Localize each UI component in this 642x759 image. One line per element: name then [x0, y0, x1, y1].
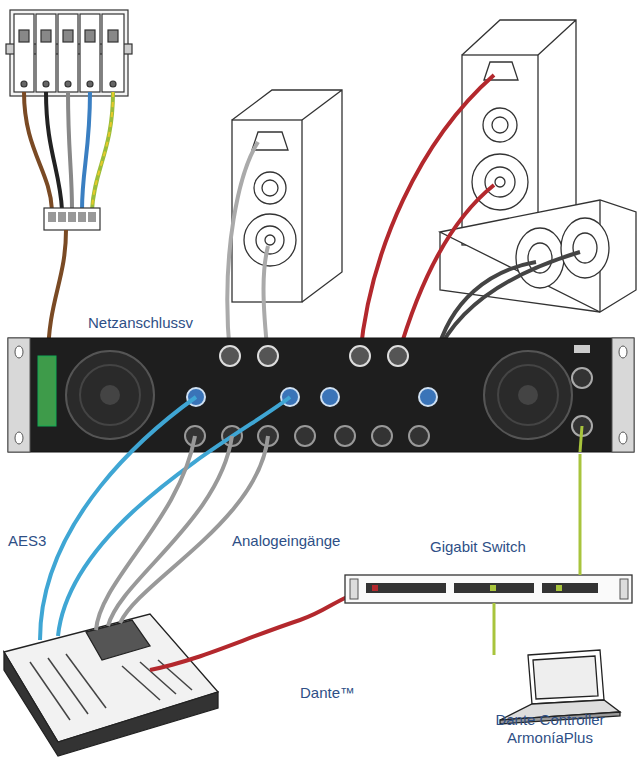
device-label: Dante Controller ArmoníaPlus: [482, 711, 618, 747]
console-cables: [40, 397, 372, 670]
signal-label: Analogeingänge: [232, 532, 340, 550]
signal-label: Dante™: [300, 684, 355, 702]
mains-plug: [44, 208, 100, 360]
network-cable: [493, 603, 496, 655]
device-node: Dante Controller ArmoníaPlus: [470, 655, 630, 757]
speaker-cabinet: [232, 90, 342, 302]
signal-label: AES3: [8, 532, 46, 550]
amplifier-rack: [8, 338, 634, 452]
network-switch: [345, 575, 632, 603]
speaker-cables: [227, 75, 580, 356]
mixing-console: [4, 614, 218, 756]
device-node: Netzanschlussv: [8, 312, 634, 454]
device-label: Netzanschlussv: [88, 314, 288, 332]
breaker-panel: [6, 10, 132, 96]
network-cable: [579, 454, 582, 575]
device-label: Gigabit Switch: [430, 538, 600, 556]
mains-wires: [24, 92, 113, 210]
device-node: Gigabit Switch: [345, 575, 632, 603]
